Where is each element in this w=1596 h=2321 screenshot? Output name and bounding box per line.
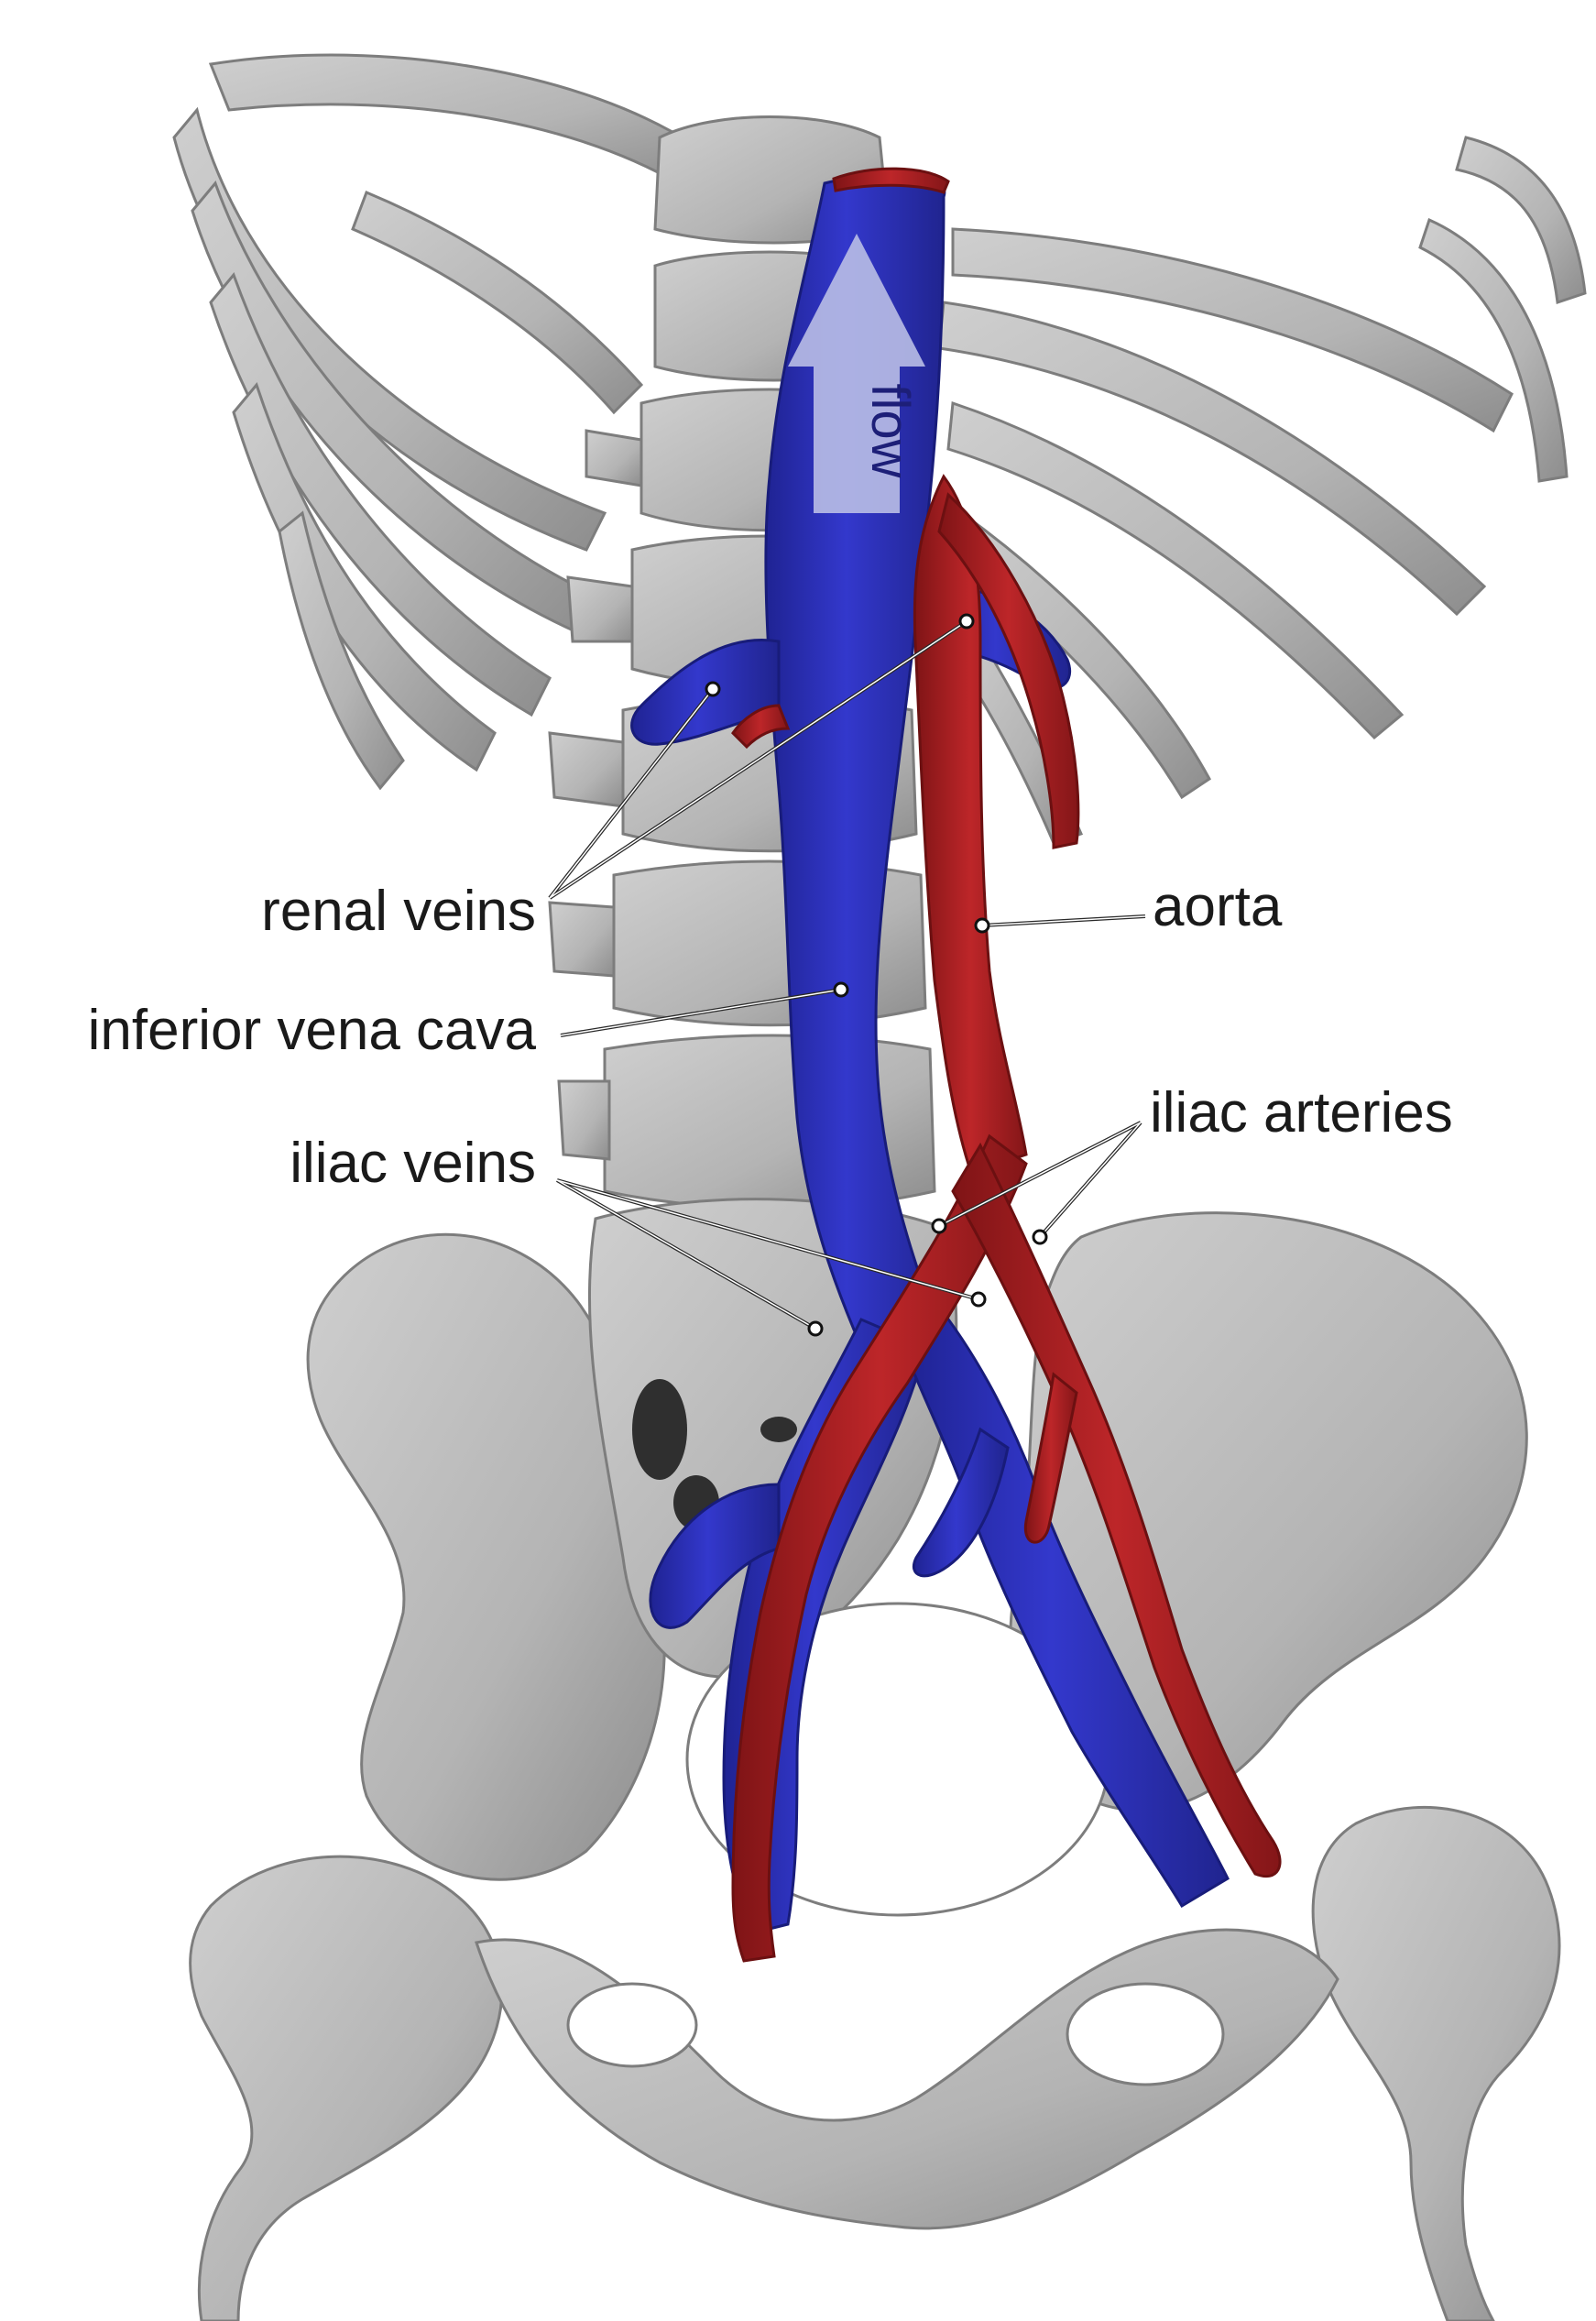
dot-iliac-vein-1 xyxy=(809,1322,822,1335)
transverse-process-left-5 xyxy=(559,1081,609,1159)
label-renal-veins: renal veins xyxy=(261,880,536,943)
dot-renal-vein-1 xyxy=(706,683,719,695)
label-aorta: aorta xyxy=(1153,875,1283,938)
dot-ivc xyxy=(835,983,847,996)
dot-aorta xyxy=(976,919,989,932)
label-iliac-arteries: iliac arteries xyxy=(1150,1081,1453,1144)
transverse-process-left-4 xyxy=(550,903,614,976)
dot-iliac-artery-2 xyxy=(1033,1231,1046,1243)
dot-renal-vein-2 xyxy=(960,615,973,628)
left-rib-1 xyxy=(211,55,696,183)
right-femur xyxy=(1313,1807,1559,2321)
right-rib-back-2 xyxy=(1420,220,1567,481)
left-femur xyxy=(191,1856,502,2321)
label-inferior-vena-cava: inferior vena cava xyxy=(88,999,537,1062)
transverse-process-left-2 xyxy=(568,577,632,641)
left-obturator-foramen xyxy=(568,1984,696,2066)
transverse-process-left-3 xyxy=(550,733,623,806)
transverse-process-left xyxy=(586,431,641,486)
flow-label: flow xyxy=(860,383,920,478)
pubic-arch xyxy=(476,1930,1338,2228)
dot-iliac-artery-1 xyxy=(933,1220,946,1232)
left-costal-margin xyxy=(353,192,641,412)
right-obturator-foramen xyxy=(1067,1984,1223,2085)
dot-iliac-vein-2 xyxy=(972,1293,985,1306)
label-iliac-veins: iliac veins xyxy=(290,1132,536,1195)
